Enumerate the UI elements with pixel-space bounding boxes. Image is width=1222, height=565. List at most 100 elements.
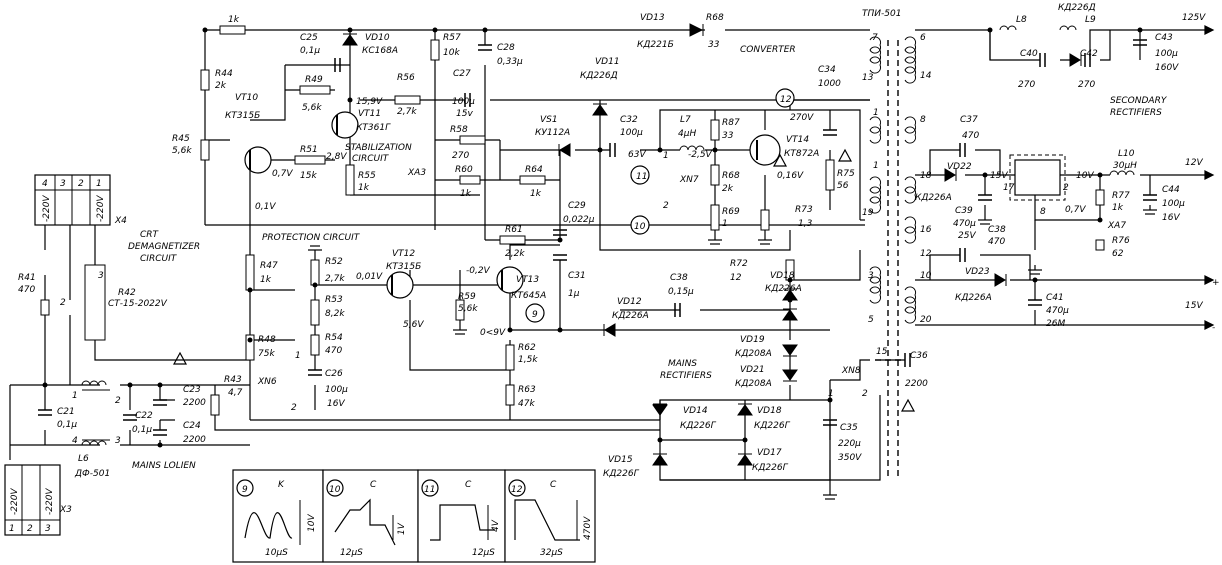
r47-val: 1k [260, 275, 272, 285]
vm2-5: -2,5V [688, 150, 713, 160]
v10v: 10V [1076, 171, 1094, 181]
r60-ref: R60 [455, 165, 473, 175]
r53-val: 8,2k [325, 309, 345, 319]
vd12-ref: VD12 [617, 297, 642, 307]
c41-volt: 26M [1046, 319, 1065, 329]
xn6-pin-1: 1 [295, 351, 301, 361]
vd13-val: КД221Б [637, 40, 674, 50]
c34-val: 1000 [818, 79, 841, 89]
xn7-pin-1: 1 [663, 151, 669, 161]
r77-val: 1k [1112, 203, 1124, 213]
c28-val: 0,33µ [497, 57, 523, 67]
v2-8: 2,8V [326, 152, 347, 162]
inductors [81, 25, 1135, 446]
r64-val: 1k [530, 189, 542, 199]
v5-6: 5,6V [403, 320, 424, 330]
stabilization-title-1: STABILIZATION [345, 143, 412, 153]
tr-pin-12: 12 [920, 249, 932, 259]
c26-ref: C26 [325, 369, 343, 379]
c43-ref: C43 [1155, 33, 1173, 43]
r43-val: 4,7 [228, 388, 243, 398]
vd17-ref: VD17 [757, 448, 782, 458]
tr-pin-8: 8 [920, 115, 926, 125]
r76-val: 62 [1112, 249, 1124, 259]
r62-val: 1,5k [518, 355, 538, 365]
vd14-val: КД226Г [680, 421, 717, 431]
tr-pin-16: 16 [920, 225, 932, 235]
vd18a-val: КД226А [765, 284, 802, 294]
c27-ref: C27 [453, 69, 471, 79]
r57-ref: R57 [443, 33, 461, 43]
r48-ref: R48 [258, 335, 276, 345]
r42-pin-3: 3 [98, 271, 104, 281]
wf9-amp: 10V [307, 514, 317, 532]
r56-val: 2,7k [397, 107, 417, 117]
xn8-pin-2: 2 [862, 389, 868, 399]
c36-ref: C36 [910, 351, 928, 361]
wf9-node: 9 [242, 485, 248, 495]
c43-val: 100µ [1155, 49, 1178, 59]
vt13-ref: VT13 [516, 275, 539, 285]
mains-pin-4: 4 [72, 436, 78, 446]
r77-ref: R77 [1112, 191, 1130, 201]
c39-val: 470µ [953, 219, 976, 229]
c21-ref: C21 [57, 407, 75, 417]
vt10-ref: VT10 [235, 93, 258, 103]
vd10-ref: VD10 [365, 33, 390, 43]
r76-ref: R76 [1112, 236, 1130, 246]
x3-pin-2: 2 [27, 524, 33, 534]
c40-ref: C40 [1020, 49, 1038, 59]
vt12-ref: VT12 [392, 249, 415, 259]
r61-ref: R61 [505, 225, 523, 235]
r63-val: 47k [518, 399, 535, 409]
vt11-ref: VT11 [358, 109, 381, 119]
ic-pin-2: 2 [1063, 183, 1069, 193]
vd12-val: КД226А [612, 311, 649, 321]
c25-val: 0,1µ [300, 46, 320, 56]
out-plus: + [1212, 278, 1220, 288]
r53-ref: R53 [325, 295, 343, 305]
regulator-outline [1009, 154, 1066, 201]
tr-pin-14: 14 [920, 71, 932, 81]
c24-ref: C24 [183, 421, 201, 431]
r54-ref: R54 [325, 333, 343, 343]
c35-ref: C35 [840, 423, 858, 433]
mains-pin-1: 1 [72, 391, 78, 401]
vd15-val: КД226Г [603, 469, 640, 479]
c39-volt: 25V [958, 231, 976, 241]
vd22-val: КД226А [915, 193, 952, 203]
regulator-ic [1014, 159, 1061, 196]
xa7-label: XA7 [1107, 221, 1126, 231]
c31-val: 1µ [568, 289, 580, 299]
node-10: 10 [634, 222, 646, 232]
l7-ref: L7 [680, 115, 691, 125]
r68-val: 2k [722, 184, 734, 194]
tl-pin-15: 15 [876, 347, 888, 357]
c38b-ref: C38 [988, 225, 1006, 235]
tl-pin-1b: 1 [873, 161, 879, 171]
tl-pin-3: 3 [868, 271, 874, 281]
v0-01: 0,01V [356, 272, 383, 282]
vd23-ref: VD23 [965, 267, 990, 277]
diodes [342, 23, 1082, 466]
c41-val: 470µ [1046, 306, 1069, 316]
stabilization-title-2: CIRCUIT [352, 154, 390, 164]
c23-val: 2200 [183, 398, 206, 408]
junctions [42, 27, 1143, 448]
v0-7: 0,7V [272, 169, 293, 179]
r68-top-ref: R68 [706, 13, 724, 23]
wf10-pol: C [370, 480, 377, 490]
r59-val: 5,6k [458, 304, 478, 314]
r45-val: 5,6k [172, 146, 192, 156]
x4-pin-3: 3 [60, 179, 66, 189]
xa3-label: XA3 [407, 168, 426, 178]
x3-pin-3: 3 [45, 524, 51, 534]
resistors [40, 25, 1105, 416]
c29-val: 0,022µ [563, 215, 595, 225]
wf11-time: 12µS [472, 548, 495, 558]
c25-ref: C25 [300, 33, 318, 43]
c36-val: 2200 [905, 379, 928, 389]
tr-pin-6: 6 [920, 33, 926, 43]
node-9: 9 [532, 310, 538, 320]
r49-val: 5,6k [302, 103, 322, 113]
